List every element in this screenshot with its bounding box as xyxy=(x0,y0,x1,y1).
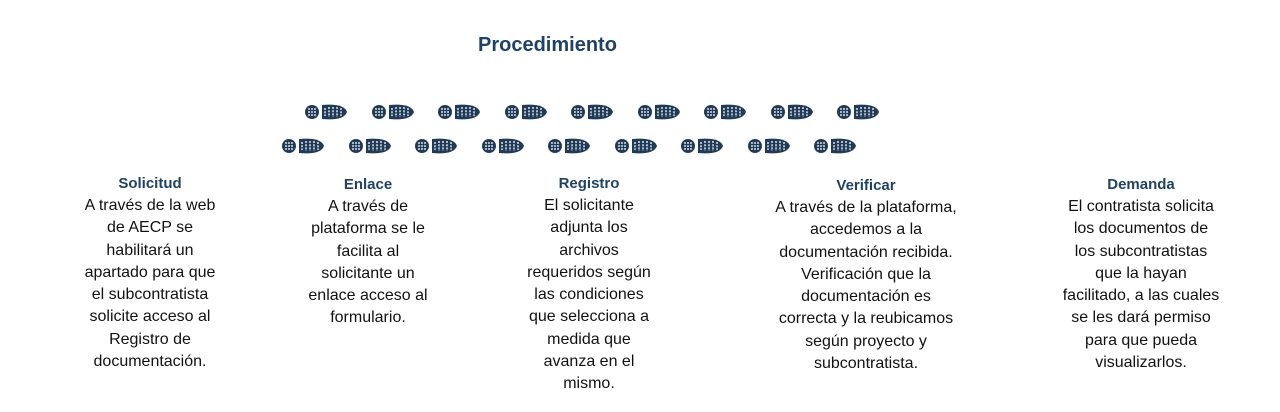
step-text-line: habilitará un xyxy=(106,241,194,259)
page-title: Procedimiento xyxy=(478,34,617,56)
step-text-line: documentación es xyxy=(801,288,931,306)
footprint-icon xyxy=(747,137,791,155)
step-heading: Registro xyxy=(558,175,620,192)
step-text-line: de AECP se xyxy=(107,219,193,237)
step-demanda: Demanda El contratista solicita los docume… xyxy=(1063,174,1220,374)
footprint-icon xyxy=(570,103,614,121)
step-text-line: El solicitante xyxy=(544,197,634,214)
step-text-line: adjunta los xyxy=(550,219,628,237)
step-text-line: mismo. xyxy=(563,375,615,393)
step-text-line: Registro de xyxy=(109,330,191,348)
footprint-icon xyxy=(637,103,681,121)
step-heading: Verificar xyxy=(836,177,896,194)
step-text-line: facilita al xyxy=(336,242,400,260)
step-text-line: visualizarlos. xyxy=(1095,354,1187,372)
footprint-icon xyxy=(504,103,548,121)
footprint-icon xyxy=(281,137,325,155)
step-heading: Demanda xyxy=(1107,176,1175,193)
step-heading: Solicitud xyxy=(118,175,182,192)
step-text-line: los documentos de xyxy=(1073,220,1209,238)
step-text-line: requeridos según xyxy=(527,263,651,281)
footprint-icon xyxy=(614,137,658,155)
footprint-icon xyxy=(703,103,747,121)
footprint-icon xyxy=(437,103,481,121)
step-text-line: solicitante un xyxy=(321,264,415,282)
footprint-icon xyxy=(836,103,880,121)
step-text-line: los subcontratistas xyxy=(1074,242,1208,260)
step-text-line: que la hayan xyxy=(1095,264,1187,282)
step-text-line: plataforma se le xyxy=(311,220,425,238)
step-text-line: subcontratista. xyxy=(813,355,919,373)
step-text-line: documentación. xyxy=(93,353,207,371)
step-verificar: Verificar A través de la plataforma, acced… xyxy=(775,175,956,375)
step-text-line: accedemos a la xyxy=(809,221,923,239)
footprint-icon xyxy=(547,137,591,155)
footprint-icon xyxy=(414,137,458,155)
step-text-line: documentación recibida. xyxy=(779,243,953,261)
step-text-line: avanza en el xyxy=(543,353,635,371)
step-text-line: el subcontratista xyxy=(91,286,209,304)
footprint-icon xyxy=(680,137,724,155)
step-text-line: correcta y la reubicamos xyxy=(778,310,954,328)
step-text-line: las condiciones xyxy=(534,286,644,304)
step-text-line: que selecciona a xyxy=(528,308,650,326)
step-text-line: para que pueda xyxy=(1084,331,1198,349)
step-enlace: Enlace A través de plataforma se le facilit… xyxy=(308,174,427,330)
step-text-line: facilitado, a las cuales xyxy=(1062,287,1220,305)
step-text-line: A través de la web xyxy=(84,197,216,214)
step-text-line: Verificación que la xyxy=(801,265,931,283)
step-solicitud: Solicitud A través de la web de AECP se hab… xyxy=(85,173,216,373)
step-text-line: A través de la plataforma, xyxy=(775,199,957,216)
footprint-icon xyxy=(371,103,415,121)
footprint-icon xyxy=(813,137,857,155)
step-heading: Enlace xyxy=(343,176,393,193)
step-text-line: A través de xyxy=(327,198,409,215)
footprint-icon xyxy=(304,103,348,121)
step-text-line: según proyecto y xyxy=(805,332,927,350)
step-text-line: enlace acceso al xyxy=(308,287,428,305)
step-text-line: El contratista solicita xyxy=(1068,198,1214,215)
footprint-icon xyxy=(348,137,392,155)
step-text-line: archivos xyxy=(559,241,619,259)
step-text-line: solicite acceso al xyxy=(89,308,211,326)
footprint-icon xyxy=(481,137,525,155)
step-text-line: medida que xyxy=(547,330,631,348)
step-registro: Registro El solicitante adjunta los archivo… xyxy=(527,173,651,396)
step-text-line: apartado para que xyxy=(84,263,216,281)
step-text-line: formulario. xyxy=(330,309,406,327)
footprint-icon xyxy=(770,103,814,121)
step-text-line: se les dará permiso xyxy=(1071,309,1211,327)
